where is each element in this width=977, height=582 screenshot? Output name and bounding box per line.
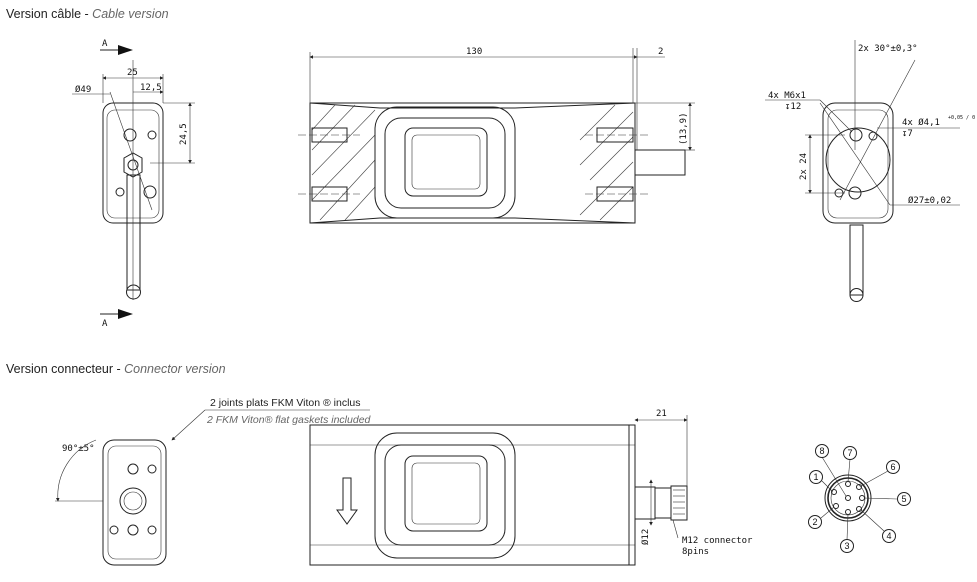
hole-depth: ↧7 [902,129,913,139]
dim-length: 130 [466,47,482,57]
dim-half-width: 12,5 [140,83,162,93]
svg-text:7: 7 [847,448,852,458]
svg-text:2: 2 [812,517,817,527]
hole-spacing: 2x 24 [799,153,809,180]
cable-end-view: 25 12,5 Ø49 24,5 A A [72,39,195,329]
section-mark-bottom: A [102,319,108,329]
heading-fr: Version connecteur [6,362,114,376]
dim-height: 24,5 [179,123,189,145]
pin-label-4: 4 [882,529,896,543]
cable-rear-view: 2x 30°±0,3° 4x M6x1 ↧12 4x Ø4,1 +0,05 / … [765,40,975,302]
pin-label-8: 8 [815,444,829,458]
section-mark-top: A [102,39,108,49]
connector-version-heading: Version connecteur - Connector version [6,362,226,376]
dim-offset: 2 [658,47,663,57]
connector-pins-label: 8pins [682,547,709,557]
svg-text:5: 5 [901,494,906,504]
thread-note: 4x M6x1 [768,91,806,101]
connector-label: M12 connector [682,536,753,546]
pin-label-7: 7 [843,446,857,460]
hole-note: 4x Ø4,1 [902,117,940,128]
heading-en: Connector version [124,362,226,376]
dim-connector-diameter: Ø12 [640,529,651,545]
svg-text:3: 3 [844,541,849,551]
connector-side-view: 21 Ø12 M12 connector 8pins [309,409,753,566]
heading-separator: - [113,362,125,376]
gasket-note-en: 2 FKM Viton® flat gaskets included [206,414,372,426]
hole-tolerance: +0,05 / 0 [948,115,975,121]
dim-width: 25 [127,68,138,78]
heading-en: Cable version [92,7,169,21]
svg-text:4: 4 [886,531,891,541]
circle-diameter: Ø27±0,02 [908,195,951,206]
svg-text:6: 6 [890,462,895,472]
pin-label-5: 5 [897,492,911,506]
dim-connector-length: 21 [656,409,667,419]
thread-depth: ↧12 [785,102,801,112]
heading-separator: - [81,7,93,21]
pin-label-2: 2 [808,515,822,529]
pin-label-1: 1 [809,470,823,484]
direction-arrow-icon [336,477,358,525]
svg-text:1: 1 [813,472,818,482]
dim-cable-height: (13,9) [679,112,689,145]
gasket-note-fr: 2 joints plats FKM Viton ® inclus [210,397,361,409]
pin-label-6: 6 [886,460,900,474]
heading-fr: Version câble [6,7,82,21]
pin-label-3: 3 [840,539,854,553]
connector-end-view: 90°±5° 2 joints plats FKM Viton ® inclus… [55,397,372,566]
cable-side-view: 130 2 (13,9) [298,47,695,224]
connector-pinout: 1 2 3 4 5 6 7 8 [808,444,911,553]
cable-version-heading: Version câble - Cable version [6,7,169,21]
angle-label: 90°±5° [62,444,95,454]
angle-note: 2x 30°±0,3° [858,44,918,54]
dim-diameter: Ø49 [75,84,91,95]
svg-text:8: 8 [819,446,824,456]
